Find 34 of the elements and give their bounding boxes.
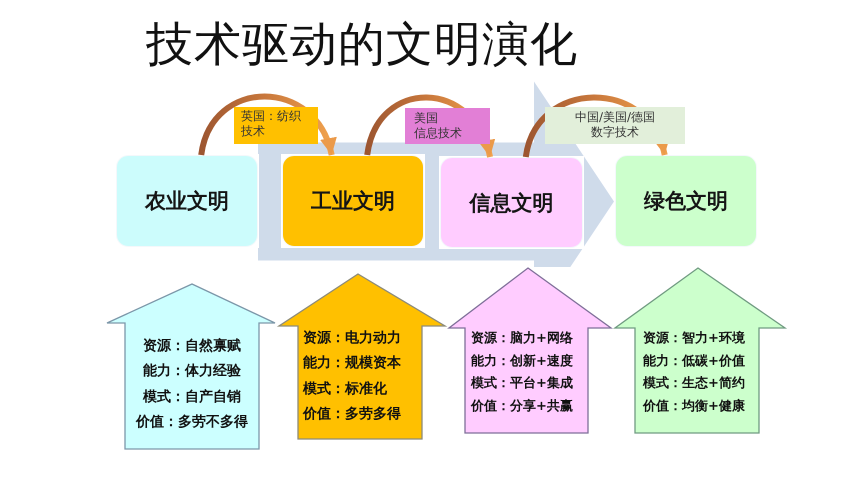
stage-box [282, 155, 424, 247]
attribute-text: 能力：体力经验 [143, 362, 241, 382]
attribute-text: 能力：低碳+价值 [643, 352, 745, 371]
attribute-text: 价值：均衡+健康 [643, 398, 745, 416]
attribute-text: 价值：分享+共赢 [471, 398, 573, 416]
title: 技术驱动的文明演化 [146, 16, 578, 74]
pentagon-panel [106, 283, 276, 450]
attribute-text: 模式：自产自销 [143, 388, 241, 407]
stage-box [440, 157, 583, 248]
attribute-text: 能力：创新+速度 [471, 352, 573, 371]
stage-box [615, 155, 757, 247]
attribute-text: 资源：脑力+网络 [471, 330, 573, 348]
stage-box [116, 155, 258, 247]
edge-label: 英国：纺织技术 [234, 107, 318, 144]
attribute-text: 能力：规模资本 [303, 354, 401, 374]
stage-title: 绿色文明 [644, 188, 728, 215]
block-arrow [258, 82, 614, 267]
attribute-text: 价值：多劳多得 [303, 405, 401, 424]
attribute-text: 价值：多劳不多得 [136, 413, 248, 432]
curved-arrow [198, 94, 335, 156]
attribute-text: 资源：电力动力 [303, 329, 401, 348]
attribute-text: 资源：智力+环境 [643, 330, 745, 348]
edge-label: 美国信息技术 [405, 108, 490, 144]
stage-title: 信息文明 [470, 190, 554, 216]
edge-label: 中国/美国/德国数字技术 [545, 107, 685, 144]
stage-title: 农业文明 [145, 188, 229, 215]
stage-title: 工业文明 [311, 188, 395, 215]
pentagon-panel [614, 267, 786, 434]
attribute-text: 模式：生态+简约 [643, 375, 745, 394]
attribute-text: 资源：自然禀赋 [143, 336, 241, 356]
attribute-text: 模式：平台+集成 [471, 375, 573, 394]
pentagon-panel [278, 273, 446, 440]
attribute-text: 模式：标准化 [303, 380, 387, 399]
pentagon-panel [448, 267, 612, 434]
